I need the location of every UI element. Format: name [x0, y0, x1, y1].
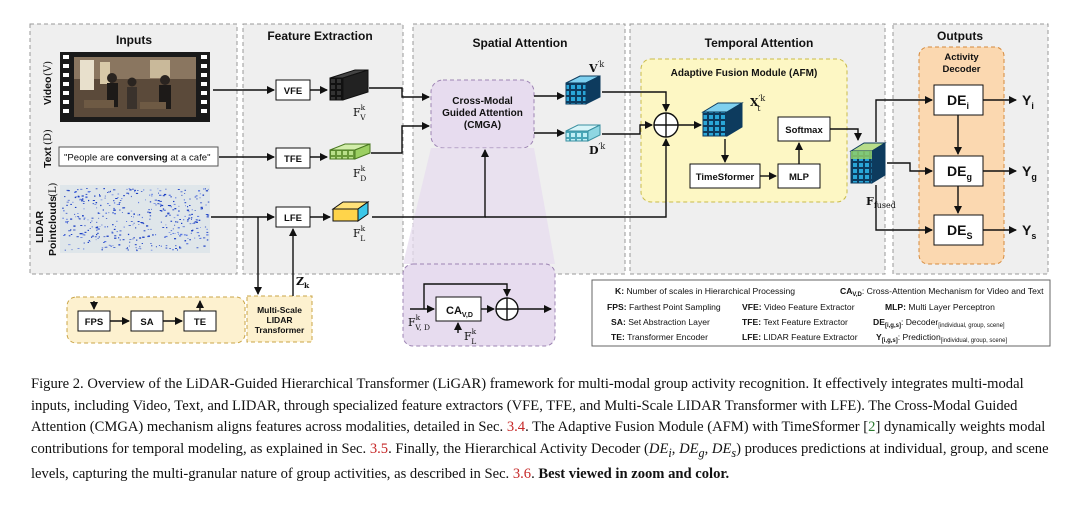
svg-text:MLP: Multi Layer Perceptron: MLP: Multi Layer Perceptron — [885, 302, 995, 312]
svg-text:TimeSformer: TimeSformer — [696, 172, 755, 183]
svg-text:(CMGA): (CMGA) — [464, 120, 501, 131]
svg-text:DES: DES — [947, 222, 972, 241]
y-g-label: Yg — [1022, 163, 1037, 182]
caption-ref-sec-3-5[interactable]: 3.5 — [369, 440, 389, 457]
de-g-box: DEg — [933, 155, 984, 187]
svg-text:VFE: Video Feature Extractor: VFE: Video Feature Extractor — [742, 302, 855, 312]
vfe-box: VFE — [275, 79, 311, 101]
svg-text:LFE: LIDAR Feature Extractor: LFE: LIDAR Feature Extractor — [742, 332, 858, 342]
svg-text:SA: SA — [140, 317, 153, 328]
svg-text:Pointclouds: Pointclouds — [47, 196, 59, 256]
svg-text:SA: Set Abstraction Layer: SA: Set Abstraction Layer — [611, 317, 710, 327]
flow-arrows — [90, 86, 1017, 333]
svg-text:Guided Attention: Guided Attention — [442, 108, 523, 119]
text-input-label: Text (D) — [42, 129, 54, 168]
lfe-box: LFE — [275, 206, 311, 228]
svg-text:Video: Video — [42, 77, 54, 105]
softmax-box: Softmax — [777, 116, 831, 142]
legend-box: K: Number of scales in Hierarchical Proc… — [591, 279, 1051, 347]
ca-add-operator — [495, 297, 519, 321]
sa-box: SA — [130, 310, 164, 332]
v-prime-tensor — [565, 75, 601, 105]
svg-text:(L): (L) — [48, 182, 59, 197]
svg-text:DE[i,g,s]: Decoder[individual,: DE[i,g,s]: Decoder[individual, group, sc… — [873, 317, 1005, 329]
svg-text:LFE: LFE — [284, 213, 302, 224]
feature-extraction-title: Feature Extraction — [267, 29, 372, 43]
cmga-zoom-wedge — [403, 148, 555, 264]
svg-text:"People are conversing at a ca: "People are conversing at a cafe" — [64, 153, 211, 164]
cmga-box: Cross-Modal Guided Attention (CMGA) — [430, 79, 535, 149]
framework-diagram: Inputs Feature Extraction Spatial Attent… — [29, 23, 1051, 347]
svg-text:Text: Text — [42, 147, 54, 168]
de-i-box: DEi — [933, 84, 984, 116]
svg-text:Decoder: Decoder — [942, 64, 980, 75]
lidar-input-label: LIDAR Pointclouds (L) — [34, 182, 59, 256]
video-feature-tensor — [329, 69, 369, 101]
svg-text:DEg: DEg — [947, 163, 972, 182]
svg-text:MLP: MLP — [789, 172, 810, 183]
video-frames-image — [60, 52, 210, 122]
fusion-add-operator — [653, 112, 679, 138]
svg-text:DEi: DEi — [947, 92, 969, 111]
v-prime-label: V′k — [588, 60, 604, 75]
svg-text:Adaptive Fusion Module (AFM): Adaptive Fusion Module (AFM) — [671, 68, 818, 79]
d-prime-tensor — [565, 124, 601, 142]
xt-tensor — [701, 102, 744, 137]
inputs-title: Inputs — [116, 33, 152, 47]
caption-ref-sec-3-4[interactable]: 3.4 — [506, 419, 526, 436]
temporal-attention-title: Temporal Attention — [705, 36, 814, 50]
caption-ref-citation-2[interactable]: 2 — [868, 419, 876, 436]
lidar-feature-tensor — [331, 201, 370, 222]
outputs-title: Outputs — [937, 29, 983, 43]
fused-tensor — [849, 142, 887, 184]
svg-text:TFE: Text Feature Extractor: TFE: Text Feature Extractor — [742, 317, 848, 327]
svg-text:K: Number of scales in Hierarc: K: Number of scales in Hierarchical Proc… — [615, 286, 795, 296]
svg-text:Y[i,g,s]: Prediction[individua: Y[i,g,s]: Prediction[individual, group, … — [876, 332, 1007, 344]
svg-text:LIDAR: LIDAR — [34, 211, 46, 243]
fps-box: FPS — [77, 310, 111, 332]
timesformer-box: TimeSformer — [689, 163, 761, 189]
svg-text:Multi-Scale: Multi-Scale — [257, 305, 302, 315]
text-input-box: "People are conversing at a cafe" — [58, 146, 219, 167]
svg-text:Transformer: Transformer — [255, 325, 305, 335]
de-s-box: DES — [933, 214, 984, 246]
zk-label: Zk — [296, 275, 310, 290]
lidar-pointcloud-image — [60, 185, 210, 253]
svg-text:TE: TE — [194, 317, 206, 328]
y-s-label: Ys — [1022, 222, 1036, 241]
text-feature-tensor — [329, 143, 371, 160]
svg-text:CAV,D: Cross-Attention Mechani: CAV,D: Cross-Attention Mechanism for Vid… — [840, 286, 1044, 298]
svg-text:CAV,D: CAV,D — [446, 305, 473, 319]
mlp-box: MLP — [777, 163, 821, 189]
y-i-label: Yi — [1022, 92, 1034, 111]
svg-text:LIDAR: LIDAR — [267, 315, 293, 325]
svg-text:VFE: VFE — [284, 86, 302, 97]
f-fused-label: Ffused — [866, 195, 896, 210]
tfe-box: TFE — [275, 147, 311, 169]
figure-caption: Figure 2. Overview of the LiDAR-Guided H… — [31, 376, 1049, 483]
svg-text:(D): (D) — [43, 129, 54, 145]
svg-text:TFE: TFE — [284, 154, 302, 165]
svg-text:Cross-Modal: Cross-Modal — [452, 96, 513, 107]
feature-extraction-panel — [242, 23, 404, 275]
svg-text:FPS: FPS — [85, 317, 103, 328]
multi-scale-lidar-transformer-box: Multi-Scale LIDAR Transformer — [246, 295, 313, 343]
svg-text:Activity: Activity — [944, 52, 979, 63]
video-input-label: Video (V) — [42, 61, 54, 105]
svg-text:TE: Transformer Encoder: TE: Transformer Encoder — [611, 332, 708, 342]
svg-text:Softmax: Softmax — [785, 125, 823, 136]
d-prime-label: D′k — [589, 142, 605, 157]
spatial-attention-title: Spatial Attention — [473, 36, 568, 50]
ca-block: CAV,D — [435, 296, 482, 322]
svg-text:(V): (V) — [43, 61, 54, 76]
svg-text:FPS: Farthest Point Sampling: FPS: Farthest Point Sampling — [607, 302, 721, 312]
caption-ref-sec-3-6[interactable]: 3.6 — [512, 466, 532, 483]
te-box: TE — [183, 310, 217, 332]
